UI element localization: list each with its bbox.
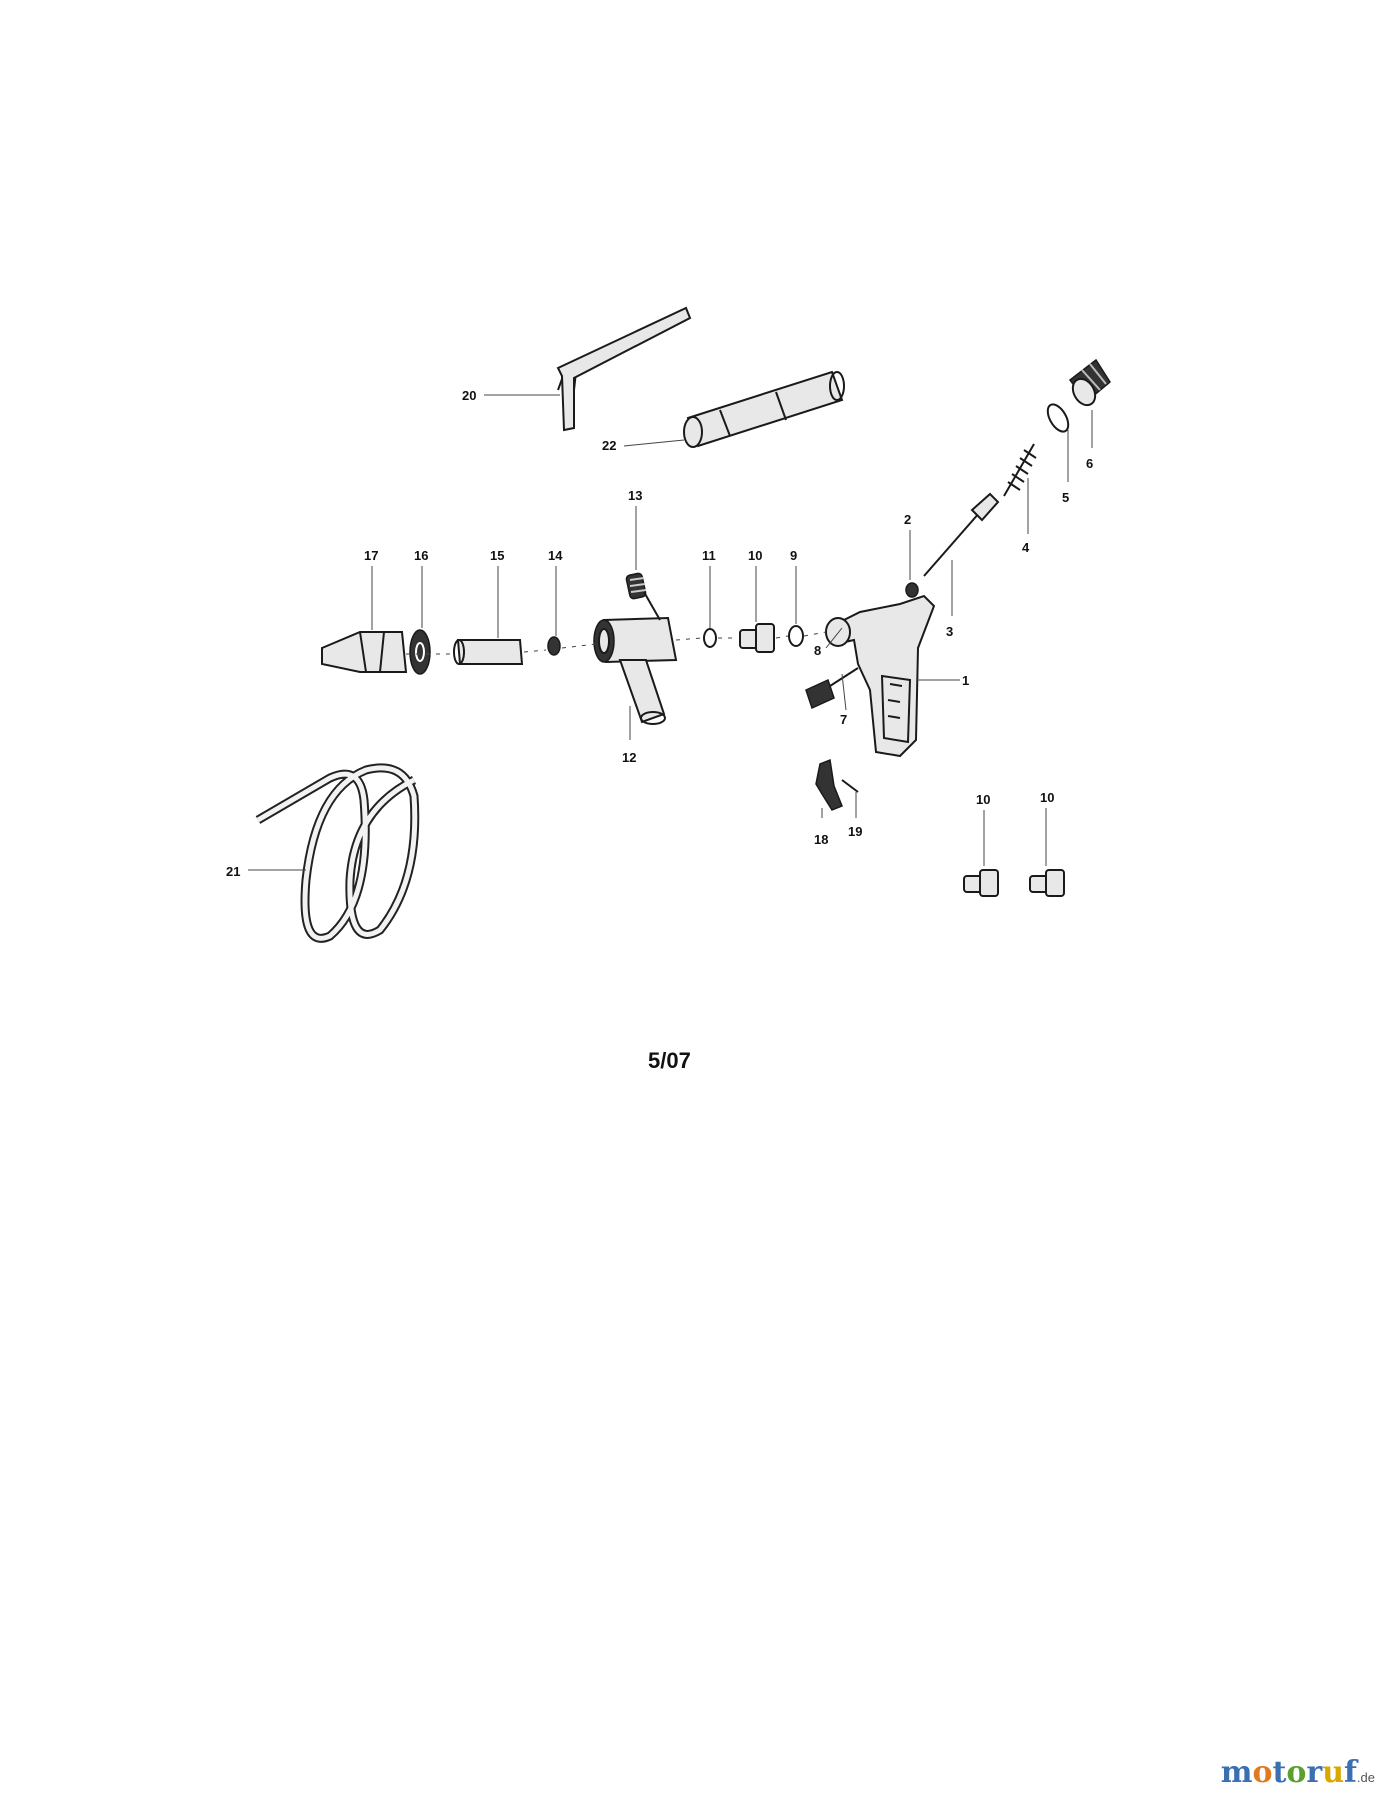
part-label-19: 19 [848, 824, 862, 839]
part-label-10: 10 [748, 548, 762, 563]
part-10-spare-nipple-left [963, 869, 999, 897]
part-4-spring [1003, 443, 1037, 497]
part-11-o-ring [703, 628, 717, 648]
part-13-set-screw [625, 572, 647, 600]
part-1-gun-handle [825, 594, 936, 758]
part-22-tube [683, 370, 845, 448]
part-9-o-ring [788, 625, 804, 647]
part-label-8: 8 [814, 643, 821, 658]
part-label-14: 14 [548, 548, 563, 563]
part-2-o-ring [905, 582, 919, 598]
part-label-12: 12 [622, 750, 636, 765]
part-21-hose [255, 763, 420, 943]
part-19-pin [841, 779, 859, 793]
part-label-7: 7 [840, 712, 847, 727]
part-5-washer [1046, 403, 1070, 433]
part-label-17: 17 [364, 548, 378, 563]
part-10-spare-nipple-right [1029, 869, 1065, 897]
part-label-10-spare-right: 10 [1040, 790, 1054, 805]
leader-22 [623, 439, 685, 447]
part-20-hex-key [556, 306, 692, 432]
part-17-nozzle-cap [321, 631, 408, 673]
edition-label: 5/07 [648, 1048, 691, 1073]
part-7-trigger-bolt [805, 667, 859, 710]
part-15-sleeve [453, 639, 524, 665]
watermark-letter: u [1322, 1755, 1345, 1790]
part-16-washer [409, 629, 431, 675]
part-label-6: 6 [1086, 456, 1093, 471]
watermark-letter: o [1286, 1755, 1307, 1790]
brand-watermark: motoruf.de [1221, 1755, 1375, 1790]
leader-8 [825, 627, 843, 649]
part-label-21: 21 [226, 864, 240, 879]
assembly-axis-dashes [406, 631, 827, 655]
part-14-o-ring [547, 636, 561, 656]
part-12-valve-body [593, 591, 678, 725]
part-label-5: 5 [1062, 490, 1069, 505]
part-10-nipple [739, 623, 775, 653]
part-label-13: 13 [628, 488, 642, 503]
part-3-needle [923, 492, 1000, 577]
watermark-letter: o [1252, 1755, 1273, 1790]
part-18-trigger [815, 758, 843, 811]
part-label-11: 11 [702, 548, 716, 563]
part-label-9: 9 [790, 548, 797, 563]
watermark-letter: r [1306, 1755, 1323, 1790]
leader-7 [841, 673, 847, 711]
part-label-22: 22 [602, 438, 616, 453]
watermark-letter: f [1344, 1755, 1357, 1790]
part-label-4: 4 [1022, 540, 1030, 555]
part-6-adjust-knob [1068, 358, 1111, 407]
watermark-letter: m [1220, 1755, 1253, 1790]
part-label-2: 2 [904, 512, 911, 527]
watermark-letter: t [1272, 1755, 1287, 1790]
part-label-20: 20 [462, 388, 476, 403]
part-label-15: 15 [490, 548, 504, 563]
part-label-3: 3 [946, 624, 953, 639]
watermark-tld: .de [1356, 1770, 1375, 1785]
part-label-18: 18 [814, 832, 828, 847]
part-label-16: 16 [414, 548, 428, 563]
part-label-1: 1 [962, 673, 969, 688]
part-label-10-spare-left: 10 [976, 792, 990, 807]
